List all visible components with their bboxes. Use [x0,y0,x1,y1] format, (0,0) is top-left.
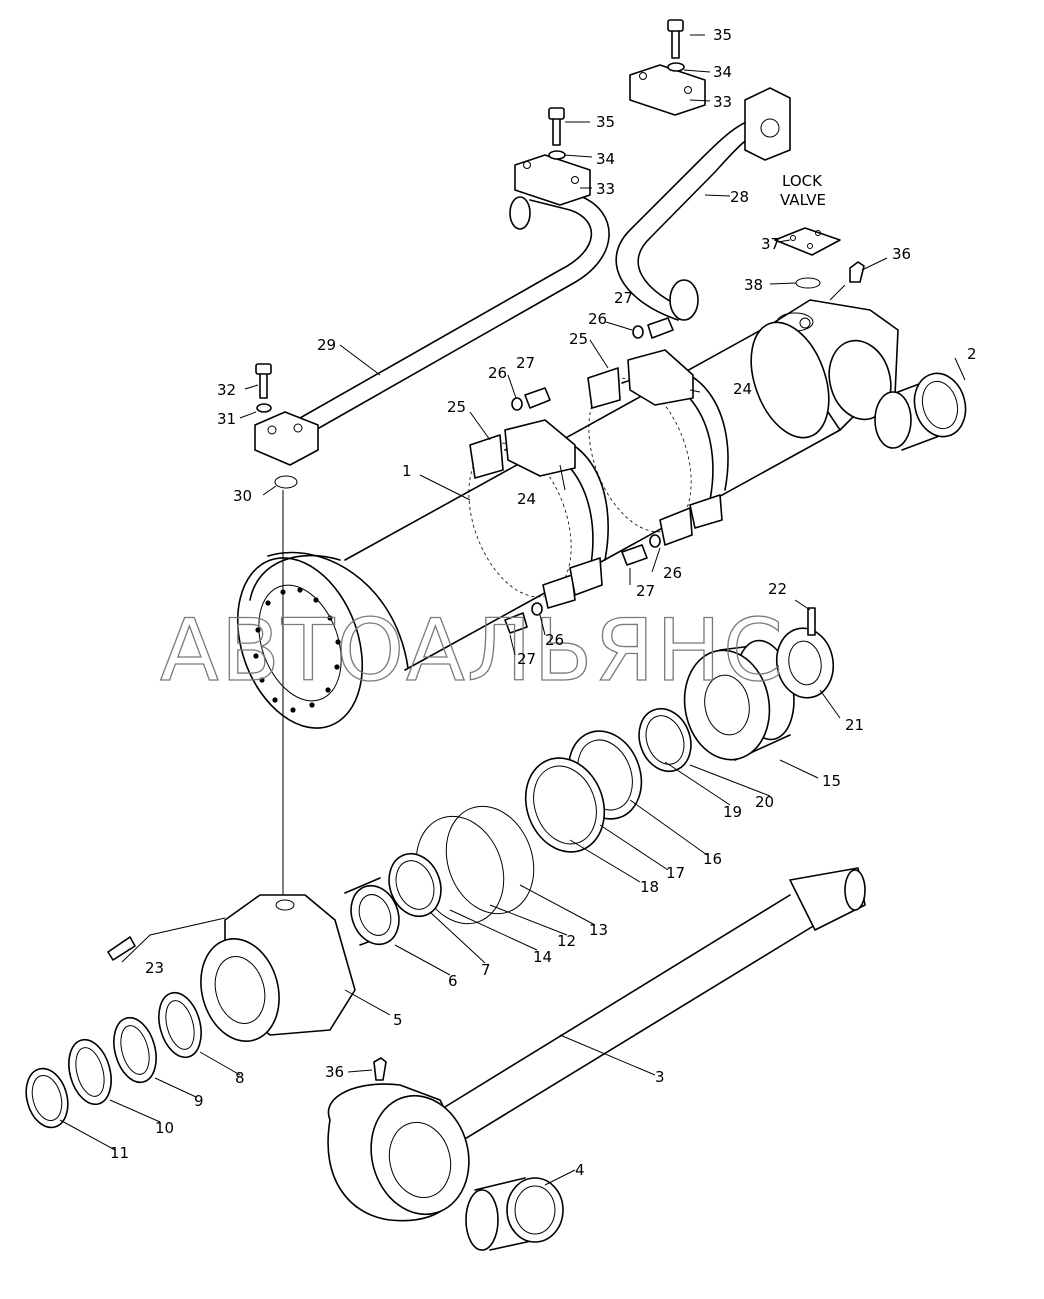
label-3: 3 [655,1068,665,1086]
label-25: 25 [447,398,466,416]
label-6: 6 [448,972,458,990]
label-18: 18 [640,878,659,896]
label-22: 22 [768,580,787,598]
flange-bolt-holes [253,587,341,713]
label-33: 33 [596,180,615,198]
part-number-labels: 35 34 33 35 34 33 28 LOCK VALVE 37 36 38… [110,26,977,1179]
label-1: 1 [402,462,412,480]
label-13: 13 [589,921,608,939]
label-29: 29 [317,336,336,354]
label-26: 26 [663,564,682,582]
label-28: 28 [730,188,749,206]
label-34: 34 [713,63,732,81]
label-33: 33 [713,93,732,111]
label-9: 9 [194,1092,204,1110]
piston-rod-3 [327,867,866,1222]
label-32: 32 [217,381,236,399]
label-26: 26 [545,631,564,649]
label-34: 34 [596,150,615,168]
label-24: 24 [733,380,752,398]
label-8: 8 [235,1069,245,1087]
label-21: 21 [845,716,864,734]
bolts-27 [504,317,674,634]
label-26: 26 [488,364,507,382]
label-36: 36 [325,1063,344,1081]
label-14: 14 [533,948,552,966]
wiper-rings [25,991,202,1129]
label-30: 30 [233,487,252,505]
label-17: 17 [666,864,685,882]
label-11: 11 [110,1144,129,1162]
label-31: 31 [217,410,236,428]
label-15: 15 [822,772,841,790]
leader-lines [59,34,966,1186]
lock-valve-plate [774,227,865,289]
label-2: 2 [967,345,977,363]
label-25: 25 [569,330,588,348]
tube-clamps [468,349,729,609]
label-7: 7 [481,961,491,979]
hydraulic-tube-28 [615,87,791,321]
label-24: 24 [517,490,536,508]
label-27: 27 [636,582,655,600]
label-4: 4 [575,1161,585,1179]
label-27: 27 [614,289,633,307]
o-ring-30 [274,475,298,489]
label-35: 35 [596,113,615,131]
label-12: 12 [557,932,576,950]
watermark-text: АВТОАЛЬЯНС [160,601,785,701]
label-19: 19 [723,803,742,821]
bushing-4 [465,1177,564,1251]
label-5: 5 [393,1011,403,1029]
label-23: 23 [145,959,164,977]
label-27: 27 [516,354,535,372]
cylinder-tube [236,299,899,729]
clamp-halves-33 [255,19,706,413]
label-37: 37 [761,235,780,253]
label-35: 35 [713,26,732,44]
label-36: 36 [892,245,911,263]
label-20: 20 [755,793,774,811]
label-27: 27 [517,650,536,668]
label-38: 38 [744,276,763,294]
bushing-2 [874,372,967,451]
piston-15 [683,607,835,761]
cylinder-head-5 [107,894,356,1042]
label-16: 16 [703,850,722,868]
label-26: 26 [588,310,607,328]
hydraulic-tube-29 [254,187,610,466]
seal-rings [344,707,692,946]
label-10: 10 [155,1119,174,1137]
lock-valve-label-line2: VALVE [780,191,826,209]
lock-valve-label-line1: LOCK [782,172,823,190]
